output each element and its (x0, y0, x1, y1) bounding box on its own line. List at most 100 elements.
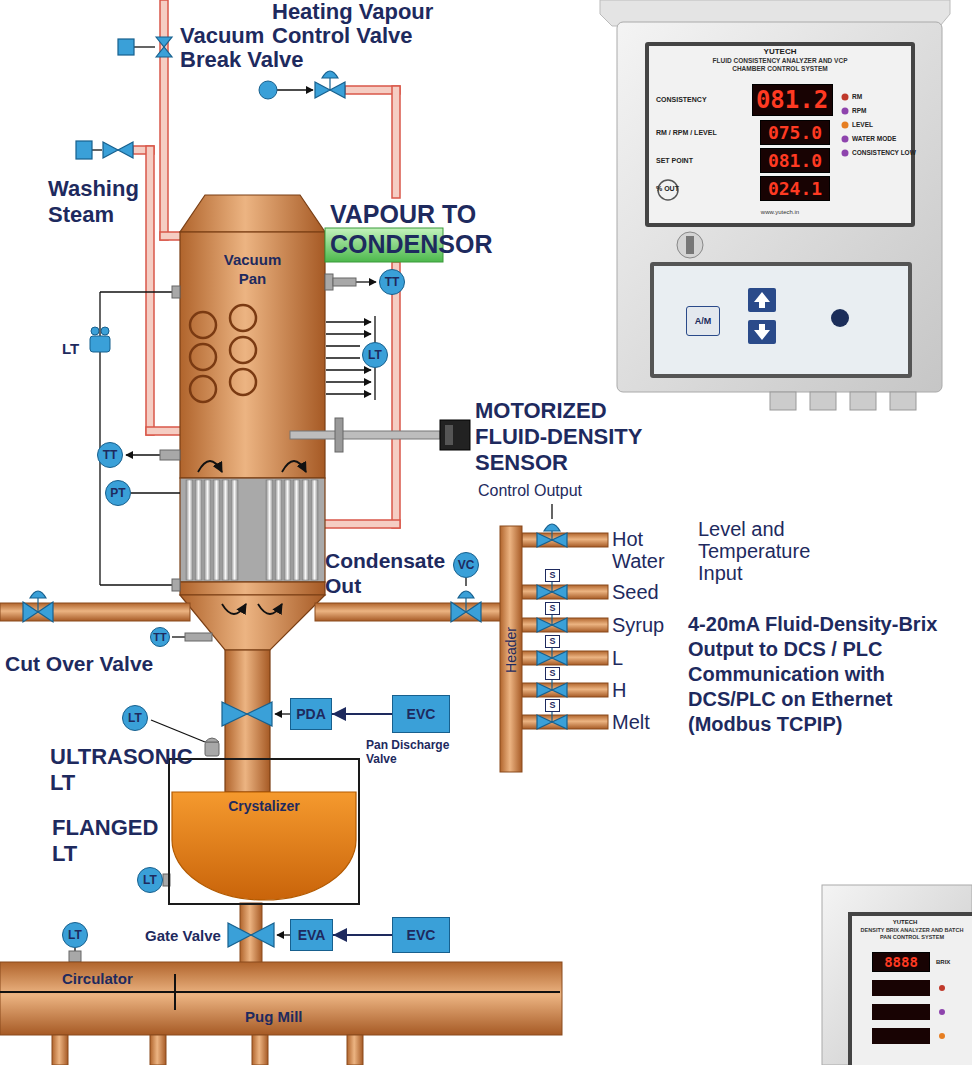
annotation-label: FLANGED LT (52, 815, 172, 867)
panel-text: DENSITY BRIX ANALYZER AND BATCH PAN CONT… (858, 927, 966, 941)
node-label: LT (143, 873, 157, 887)
instrument-bubble: TT (379, 269, 405, 295)
panel-text: SET POINT (656, 156, 693, 165)
crystalizer-tank: Crystalizer (168, 758, 360, 905)
controller-panel-photo (600, 0, 972, 1065)
node-label: 8888 (884, 954, 918, 970)
control-box: EVC (392, 917, 450, 953)
annotation-label: Heating Vapour Control Valve (272, 0, 472, 48)
steam-pipes (133, 0, 400, 528)
annotation-label: Control Output (478, 482, 582, 500)
node-label: EVC (407, 927, 436, 943)
copper-pipes (0, 526, 608, 1065)
annotation-label: Syrup (612, 614, 664, 636)
node-label: TT (153, 631, 166, 643)
node-label: Crystalizer (228, 798, 300, 814)
annotation-label: Seed (612, 581, 659, 603)
instrument-bubble: LT (62, 922, 88, 948)
signal-arrow (332, 713, 392, 715)
annotation-label: Condensate Out (325, 548, 455, 598)
annotation-label: Level and Temperature Input (698, 518, 823, 584)
control-box: EVA (290, 919, 333, 951)
annotation-label: 4-20mA Fluid-Density-Brix Output to DCS … (688, 612, 963, 737)
annotation-label: MOTORIZED FLUID-DENSITY SENSOR (475, 398, 655, 476)
instrument-bubble: LT (122, 705, 148, 731)
annotation-label: Washing Steam (48, 176, 158, 228)
node-label: PDA (296, 706, 326, 722)
annotation-label: Hot Water (612, 528, 682, 572)
solenoid-box: S (545, 667, 560, 680)
node-label: S (549, 637, 555, 646)
panel-text: YUTECH (730, 47, 830, 57)
vessel-body: Vacuum Pan (180, 232, 325, 478)
signal-arrow (333, 934, 392, 936)
instrument-bubble: LT (137, 867, 163, 893)
annotation-label: Melt (612, 711, 650, 733)
instrument-bubble: TT (150, 627, 170, 647)
solenoid-box: S (545, 699, 560, 712)
node-label: S (549, 669, 555, 678)
node-label: VC (458, 558, 475, 572)
node-label: S (549, 571, 555, 580)
node-label: EVC (407, 706, 436, 722)
instrument-bubble: PT (105, 480, 131, 506)
node-label: PT (110, 486, 125, 500)
node-label: LT (68, 928, 82, 942)
led-readout: 075.0 (760, 120, 830, 145)
circulation-arrows (198, 461, 306, 614)
panel-text: % OUT (656, 184, 679, 193)
panel-text: LEVEL (852, 121, 873, 129)
panel-text: BRIX (936, 958, 950, 966)
panel-button: A/M (686, 306, 720, 336)
annotation-label: L (612, 647, 623, 669)
panel-text: WATER MODE (852, 135, 896, 143)
node-label: TT (385, 275, 400, 289)
instrument-bubble: LT (362, 342, 388, 368)
node-label: 081.2 (756, 86, 828, 114)
annotation-label: Pug Mill (245, 1008, 303, 1026)
panel-text: YUTECH (870, 918, 940, 926)
annotation-label: Pan Discharge Valve (366, 738, 458, 766)
crystalizer-bowl (172, 792, 356, 900)
panel-text: RM / RPM / LEVEL (656, 128, 717, 137)
panel-text: CONSISTENCY (656, 95, 707, 104)
annotation-label: ULTRASONIC LT (50, 744, 210, 796)
led-readout: 8888 (872, 952, 930, 972)
annotation-label: Cut Over Valve (5, 652, 153, 676)
node-label: 024.1 (768, 178, 822, 199)
solenoid-box: S (545, 635, 560, 648)
node-label: LT (128, 711, 142, 725)
annotation-label: Header (503, 627, 519, 673)
node-label: A/M (695, 316, 712, 326)
density-sensor (290, 418, 470, 452)
instrument-bubble: TT (97, 442, 123, 468)
node-label: S (549, 701, 555, 710)
node-label: Vacuum Pan (210, 250, 295, 288)
led-readout: 081.0 (760, 148, 830, 173)
node-label: S (549, 604, 555, 613)
annotation-label: Gate Valve (145, 927, 221, 945)
node-label: 081.0 (768, 150, 822, 171)
panel-text: CONSISTENCY LOW (852, 149, 916, 157)
panel-text: www.yutech.in (730, 208, 830, 216)
heating-coils (190, 305, 256, 402)
annotation-label: Circulator (62, 970, 133, 988)
node-label: 075.0 (768, 122, 822, 143)
panel-text: FLUID CONSISTENCY ANALYZER AND VCP CHAMB… (710, 57, 850, 73)
led-readout: 081.2 (752, 84, 833, 116)
panel-text: RM (852, 93, 862, 101)
annotation-label: H (612, 679, 626, 701)
control-box: PDA (290, 698, 332, 730)
solenoid-box: S (545, 569, 560, 582)
annotation-label: LT (62, 340, 79, 358)
node-label: TT (103, 448, 118, 462)
panel-text: RPM (852, 107, 866, 115)
node-label: LT (368, 348, 382, 362)
instrument-bubble: VC (453, 552, 479, 578)
led-readout: 024.1 (760, 176, 830, 201)
solenoid-box: S (545, 602, 560, 615)
node-label: EVA (298, 927, 326, 943)
annotation-label: VAPOUR TO CONDENSOR (330, 199, 590, 259)
calandria-tubes (186, 480, 318, 580)
